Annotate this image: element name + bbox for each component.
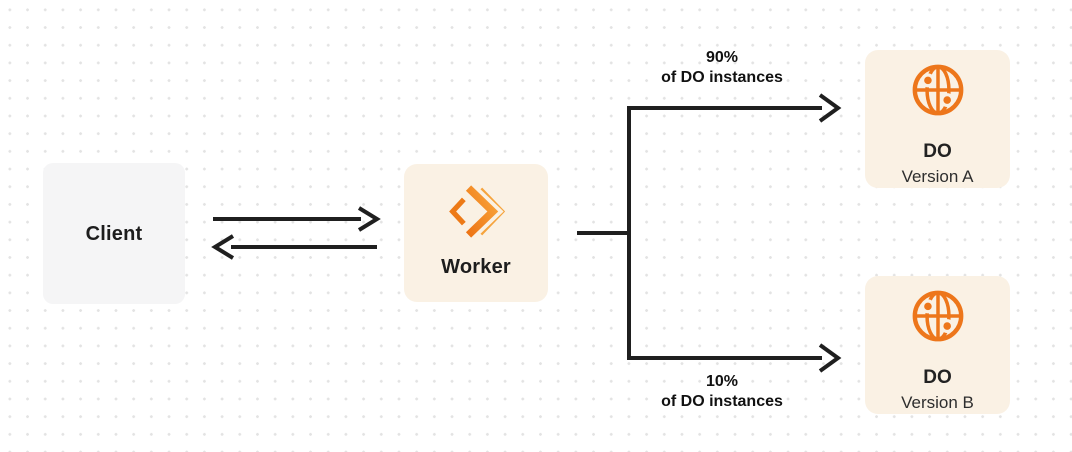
worker-branch-stem bbox=[577, 108, 631, 358]
client-label: Client bbox=[85, 222, 143, 245]
node-do-version-a[interactable]: DO Version A bbox=[865, 50, 1010, 188]
branch-arrow-version-a bbox=[627, 93, 842, 123]
traffic-split-label-bottom: 10% of DO instances bbox=[612, 372, 832, 412]
node-do-version-b[interactable]: DO Version B bbox=[865, 276, 1010, 414]
worker-to-client-arrow bbox=[211, 234, 377, 260]
do-b-title: DO bbox=[923, 367, 952, 388]
traffic-percentage: 90% bbox=[705, 49, 739, 66]
node-client[interactable]: Client bbox=[43, 163, 185, 304]
cloudflare-workers-icon bbox=[449, 182, 506, 241]
traffic-caption: of DO instances bbox=[661, 69, 783, 86]
do-a-title: DO bbox=[923, 141, 952, 162]
durable-object-globe-icon bbox=[912, 290, 963, 342]
branch-arrow-version-b bbox=[627, 343, 842, 373]
durable-object-globe-icon bbox=[912, 64, 963, 116]
traffic-percentage: 10% bbox=[705, 373, 739, 390]
traffic-split-label-top: 90% of DO instances bbox=[612, 48, 832, 88]
do-a-subtitle: Version A bbox=[901, 167, 974, 186]
do-b-subtitle: Version B bbox=[901, 393, 974, 412]
node-worker[interactable]: Worker bbox=[404, 164, 548, 302]
worker-label: Worker bbox=[441, 256, 511, 278]
traffic-caption: of DO instances bbox=[661, 393, 783, 410]
client-to-worker-arrow bbox=[213, 206, 381, 232]
